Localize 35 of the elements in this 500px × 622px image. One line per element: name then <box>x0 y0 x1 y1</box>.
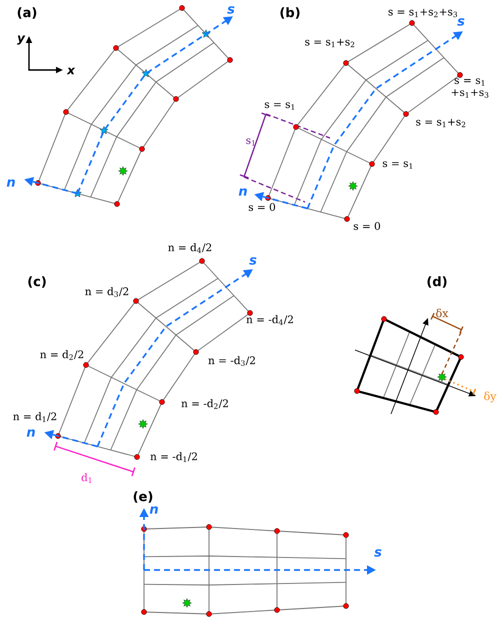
panel-label: (b) <box>280 7 300 19</box>
panel-label: (a) <box>18 7 36 19</box>
boundary-label: n = -d$_{4}$/2 <box>246 315 293 325</box>
boundary-label: n = -d$_{1}$/2 <box>150 452 197 462</box>
boundary-label: s = s$_{1}$ <box>382 161 412 169</box>
axis-label: s <box>457 18 464 26</box>
boundary-label: n = d$_{2}$/2 <box>40 350 84 360</box>
panel-label: (d) <box>428 276 446 288</box>
axis-label: y <box>17 35 26 45</box>
axis-label: n <box>6 179 15 187</box>
boundary-label: s = 0 <box>354 222 380 230</box>
axis-label: n <box>26 429 35 437</box>
boundary-label: n = d$_{3}$/2 <box>85 287 128 297</box>
panel-label: (c) <box>28 276 46 288</box>
dimension-label: s$_{1}$ <box>246 138 255 146</box>
boundary-label: s = s$_{1}$+s$_{2}$ <box>305 38 354 48</box>
boundary-label: s = 0 <box>248 203 276 211</box>
boundary-label: n = -d$_{3}$/2 <box>208 356 255 366</box>
dimension-label: d$_{1}$ <box>82 473 92 483</box>
boundary-label: s = s$_{1}$ <box>264 102 294 110</box>
boundary-label: s = s$_{1}$+s$_{2}$ <box>416 118 466 128</box>
axis-label: s <box>374 549 382 557</box>
dimension-label: δy <box>484 392 496 402</box>
boundary-label: n = -d$_{2}$/2 <box>181 399 228 409</box>
axis-label: n <box>150 506 158 514</box>
dimension-label: δx <box>436 308 448 318</box>
axis-label: s <box>249 257 256 265</box>
boundary-label: n = d$_{4}$/2 <box>168 243 212 253</box>
axis-label: n <box>238 188 247 196</box>
axis-label: s <box>227 6 234 14</box>
panel-label: (e) <box>134 491 152 503</box>
boundary-label: s = s$_{1}$+s$_{2}$+s$_{3}$ <box>388 8 458 18</box>
boundary-label: n = d$_{1}$/2 <box>13 412 56 422</box>
axis-label: x <box>66 68 76 74</box>
boundary-label: s = s$_{1}$ +s$_{1}$+s$_{3}$ <box>452 78 488 98</box>
